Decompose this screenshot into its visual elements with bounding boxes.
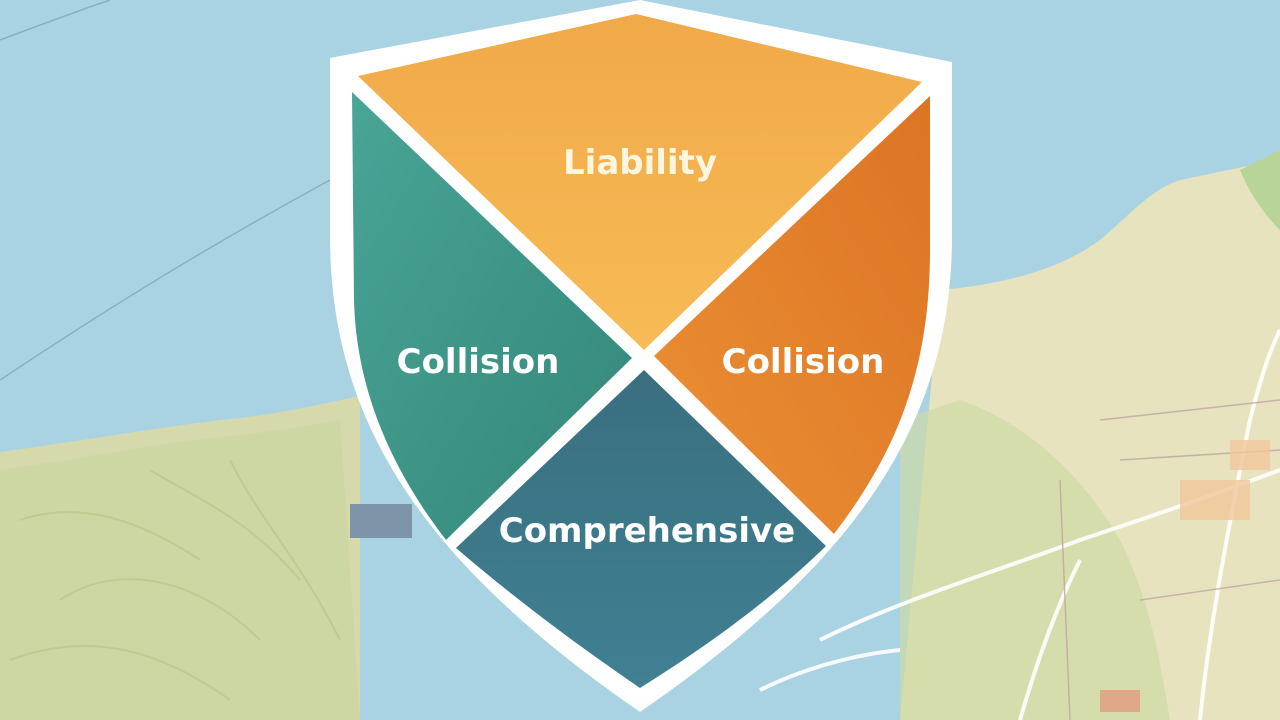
segment-label-collision-right: Collision <box>722 342 885 382</box>
left-hills <box>0 420 360 720</box>
shield-segment-left <box>352 92 632 540</box>
shield-segment-right <box>654 96 930 534</box>
hill-contours <box>9 459 341 701</box>
shield-segment-bottom <box>456 370 826 688</box>
segment-label-collision-left: Collision <box>397 342 560 382</box>
right-hills <box>900 400 1170 720</box>
urban-blocks <box>1100 440 1270 712</box>
shipping-lane-2 <box>0 0 111 41</box>
coverage-shield: Liability Collision Collision Comprehens… <box>330 0 952 712</box>
shipping-lane <box>0 179 331 381</box>
map-marker-box <box>350 504 412 538</box>
right-park <box>1240 150 1280 230</box>
shield-segment-top <box>358 14 922 350</box>
segment-label-liability: Liability <box>563 143 717 183</box>
segment-label-comprehensive: Comprehensive <box>499 511 796 551</box>
